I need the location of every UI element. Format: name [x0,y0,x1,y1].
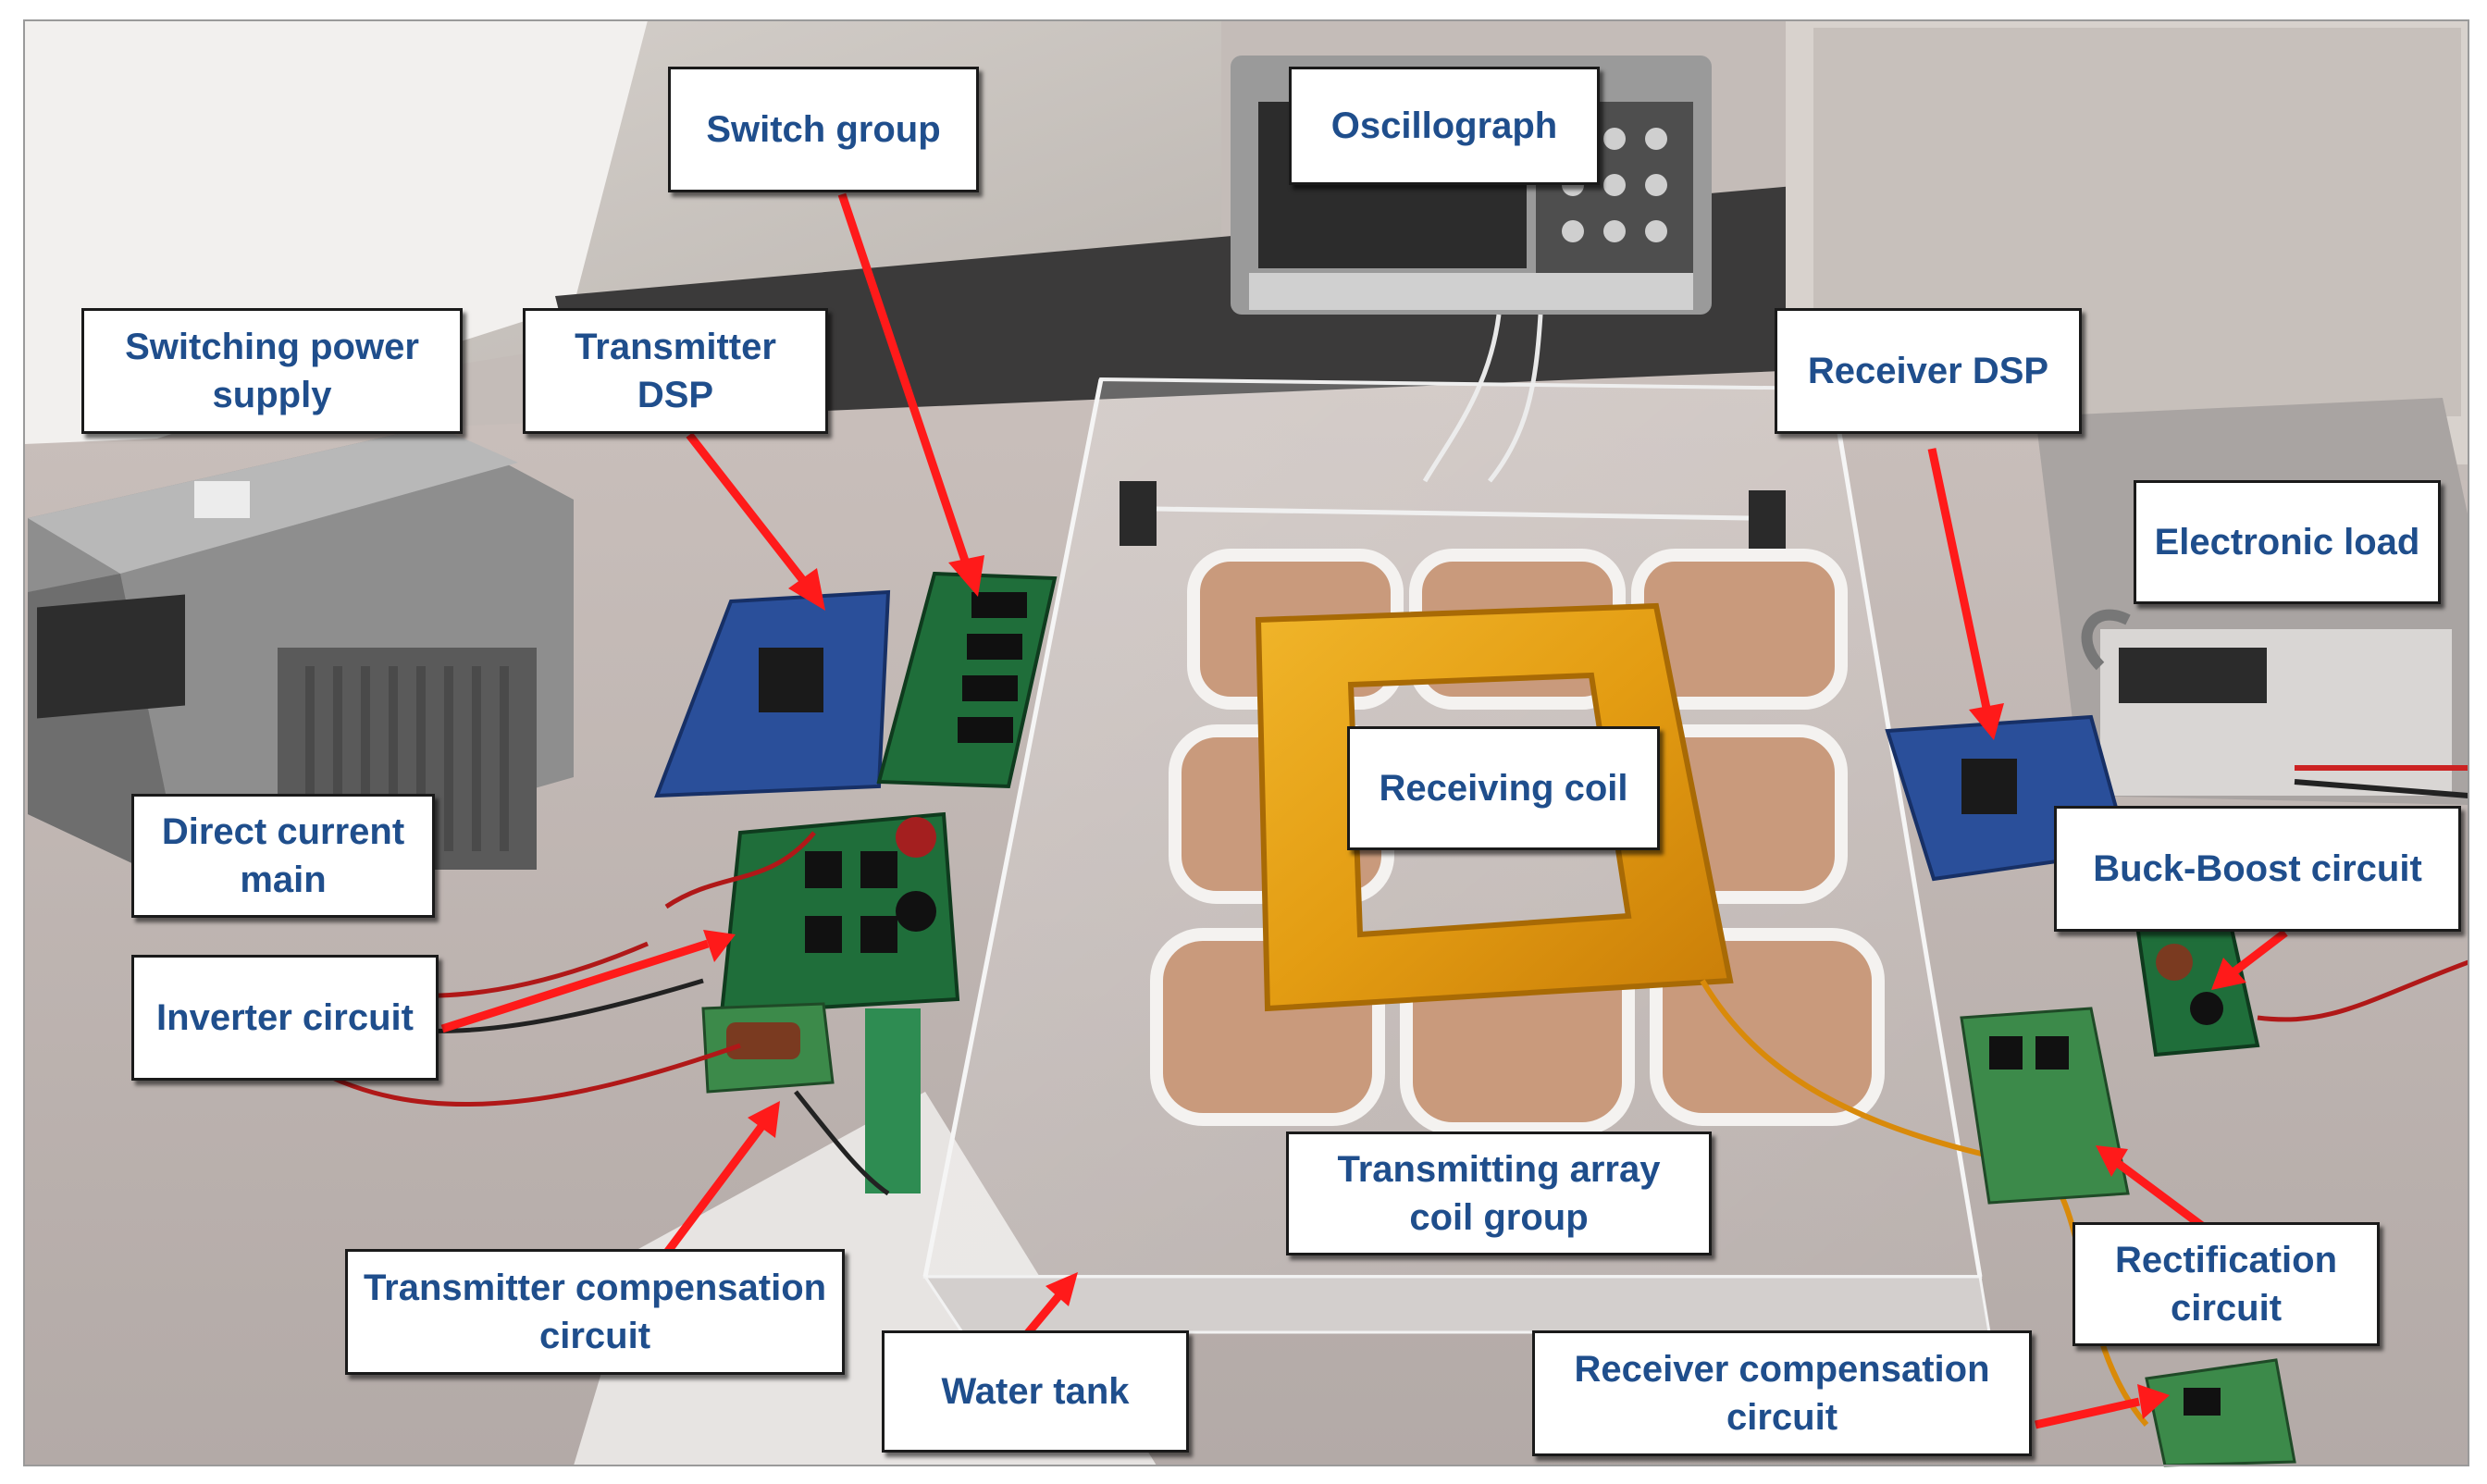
photo-frame [23,19,2469,1466]
callout-buck-boost-circuit: Buck-Boost circuit [2054,806,2461,932]
callout-transmitting-array-coil-group: Transmitting array coil group [1286,1132,1712,1255]
callout-receiving-coil: Receiving coil [1347,726,1660,850]
switch-group-board [876,571,1058,789]
arrow-buck-boost [2211,929,2288,990]
callout-direct-current-main: Direct current main [131,794,435,918]
callout-text: Direct current main [161,811,405,900]
callout-receiver-dsp: Receiver DSP [1775,308,2082,434]
callout-text: Buck-Boost circuit [2093,848,2422,889]
callout-transmitter-dsp: Transmitter DSP [523,308,828,434]
callout-text: Oscillograph [1330,105,1558,146]
arrow-rectification [2096,1145,2205,1230]
callout-text: Electronic load [2154,522,2420,563]
arrow-water-tank [1023,1272,1078,1337]
arrow-transmitter-compensation [662,1101,780,1256]
callout-text: Rectification circuit [2114,1240,2338,1329]
buck-boost-board [2134,918,2260,1057]
callout-inverter-circuit: Inverter circuit [131,955,439,1081]
arrow-receiver-dsp [1927,448,2004,740]
callout-text: Receiver compensation circuit [1574,1349,1990,1438]
arrow-receiver-compensation [2035,1384,2170,1429]
annotation-arrows [440,192,2288,1429]
callout-switching-power-supply: Switching power supply [81,308,463,434]
inverter-board [719,811,960,1016]
callout-electronic-load: Electronic load [2134,480,2441,604]
arrow-transmitter-dsp [686,432,825,611]
callout-text: Inverter circuit [156,997,414,1038]
callout-receiver-compensation-circuit: Receiver compensation circuit [1532,1330,2032,1456]
callout-text: Transmitter DSP [575,327,776,415]
callout-oscillograph: Oscillograph [1289,67,1600,185]
callout-switch-group: Switch group [668,67,979,192]
callout-transmitter-compensation-circuit: Transmitter compensation circuit [345,1249,845,1375]
callout-text: Water tank [941,1371,1130,1412]
arrow-inverter [440,930,736,1033]
callout-text: Receiving coil [1379,768,1628,809]
callout-text: Switch group [706,109,941,150]
callout-text: Switching power supply [125,327,419,415]
rectification-board [1960,1007,2130,1205]
callout-rectification-circuit: Rectification circuit [2072,1222,2380,1346]
receiver-compensation-board [2145,1358,2296,1467]
callout-text: Receiver DSP [1807,351,2049,391]
callout-water-tank: Water tank [882,1330,1189,1453]
transmitter-compensation-board [701,1002,921,1193]
callout-text: Transmitting array coil group [1337,1149,1661,1238]
callout-text: Transmitter compensation circuit [363,1268,827,1356]
transmitter-dsp-board [654,589,891,798]
arrow-switch-group [837,192,984,597]
cables [276,831,2469,1196]
